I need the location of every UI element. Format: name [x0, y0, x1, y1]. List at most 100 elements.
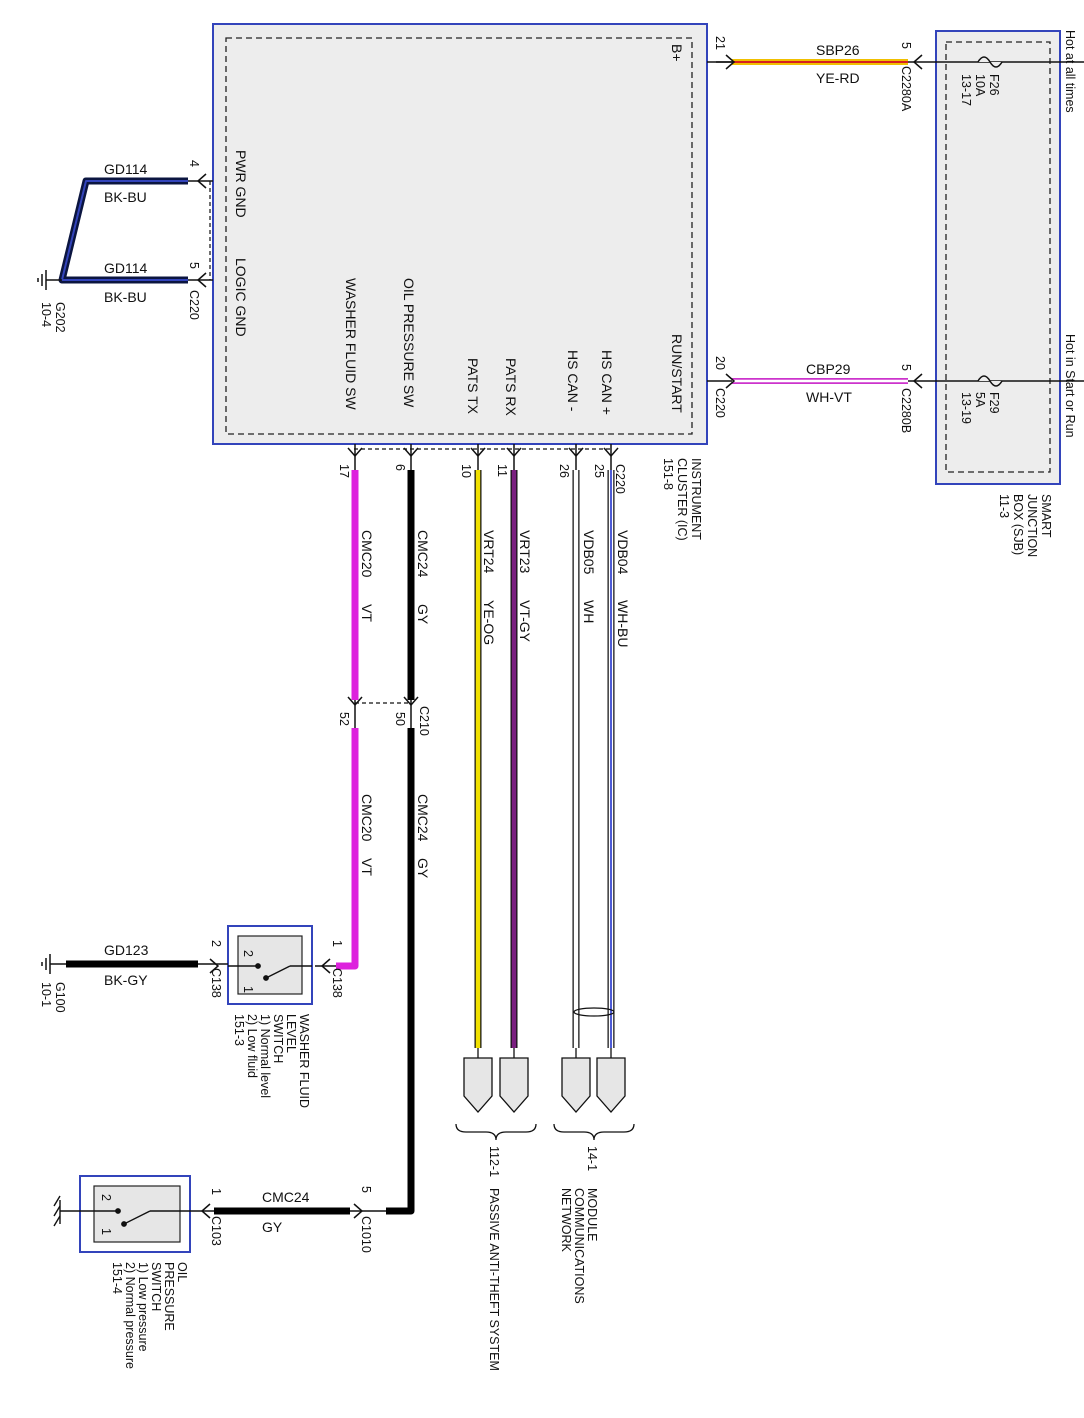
gd114b-circuit: GD114	[104, 260, 148, 276]
pats-brace-icon	[455, 1123, 537, 1141]
mcn-brace-icon	[553, 1123, 635, 1141]
fuse1-connector: C2280A	[899, 66, 913, 112]
fuse2-ref: 13-19	[959, 392, 973, 424]
cmc24-oil-circuit: CMC24	[262, 1189, 310, 1205]
sjb-title-2: JUNCTION	[1025, 494, 1039, 557]
hot-in-start-run-label: Hot in Start or Run	[1063, 334, 1077, 438]
connector-arrow-icon	[716, 54, 736, 70]
vdb04-ic-pin: 25	[592, 464, 606, 478]
twisted-pair-marker	[573, 1007, 615, 1017]
g202-ref: 10-4	[39, 302, 53, 327]
g100-name: G100	[53, 982, 67, 1013]
sjb-title-3: BOX (SJB)	[1011, 494, 1025, 555]
c210-label: C210	[417, 706, 431, 736]
washer-desc-2: LEVEL	[284, 1014, 298, 1053]
mcn-ref: 14-1	[585, 1146, 599, 1171]
mcn-label-3: NETWORK	[559, 1188, 573, 1253]
washer-desc-3: SWITCH	[271, 1014, 285, 1063]
ground-g202-icon	[37, 270, 62, 290]
connector-arrow-icon	[347, 447, 619, 707]
washer-switch-connector-b: C138	[209, 968, 223, 998]
oil-desc-3: SWITCH	[149, 1262, 163, 1311]
sbp26-ic-pin: 21	[713, 36, 727, 50]
oil-sw-label: OIL PRESSURE SW	[401, 278, 417, 408]
connector-arrow-icon	[196, 173, 207, 189]
washer-switch-pin1-internal: 1	[241, 986, 255, 993]
g100-ref: 10-1	[39, 982, 53, 1007]
vdb04-circuit: VDB04	[615, 530, 631, 575]
washer-switch-connector-a: C138	[330, 968, 344, 998]
ic-title-3: 151-8	[661, 458, 675, 490]
gd114b-connector: C220	[187, 290, 201, 320]
wire-cmc20	[315, 444, 359, 970]
instrument-cluster-inner	[225, 37, 693, 435]
ic-title-1: INSTRUMENT	[689, 458, 703, 540]
wire-sbp26-color: YE-RD	[816, 70, 860, 86]
fuse1-name: F26	[987, 74, 1001, 96]
offpage-stub-lines	[477, 1048, 612, 1058]
connector-arrow-icon	[200, 1203, 211, 1219]
washer-switch-pin2: 2	[209, 940, 223, 947]
cmc20-color-lower: VT	[359, 858, 375, 876]
sjb-inner	[945, 41, 1051, 473]
fuse2-connector: C2280B	[899, 388, 913, 433]
fuse1-ref: 13-17	[959, 74, 973, 106]
fuse2-rating: 5A	[973, 392, 987, 408]
fuse-f26-icon	[977, 56, 1003, 68]
vrt23-ic-pin: 11	[495, 464, 509, 477]
washer-sw-label: WASHER FLUID SW	[343, 278, 359, 410]
oil-switch-pin1-internal: 1	[99, 1228, 113, 1235]
ground-g100-icon	[41, 954, 66, 974]
cmc24-circuit-upper: CMC24	[415, 530, 431, 578]
gd123-color: BK-GY	[104, 972, 148, 988]
oil-inline-pin: 5	[359, 1186, 373, 1193]
gd114a-color: BK-BU	[104, 189, 147, 205]
sjb-box	[935, 30, 1061, 485]
pwr-gnd-label: PWR GND	[233, 150, 249, 218]
ic-title-2: CLUSTER (IC)	[675, 458, 689, 541]
connector-arrow-icon	[196, 272, 207, 288]
washer-switch-inner	[237, 935, 303, 995]
gd114a-circuit: GD114	[104, 161, 148, 177]
hot-at-all-times-label: Hot at all times	[1063, 30, 1077, 113]
vdb05-ic-pin: 26	[557, 464, 571, 478]
mcn-label-1: MODULE	[585, 1188, 599, 1241]
hs-can-plus-label: HS CAN +	[599, 350, 615, 415]
cmc20-inline-pin: 52	[337, 712, 351, 726]
run-start-label: RUN/START	[669, 334, 685, 413]
oil-desc-4: 1) Low pressure	[136, 1262, 150, 1352]
connector-arrow-icon	[353, 1203, 364, 1219]
cmc24-ic-pin: 6	[393, 464, 407, 471]
pats-rx-label: PATS RX	[503, 358, 519, 416]
vdb04-color: WH-BU	[615, 600, 631, 647]
washer-switch-contact-icon	[228, 963, 312, 981]
oil-switch-contact-icon	[60, 1208, 190, 1227]
connector-arrow-icon	[912, 373, 923, 389]
offpage-connector-icon	[463, 1057, 626, 1113]
gd123-circuit: GD123	[104, 942, 149, 958]
mcn-label-2: COMMUNICATIONS	[572, 1188, 586, 1304]
connector-arrow-icon	[725, 373, 736, 389]
b-plus-label: B+	[669, 44, 685, 62]
instrument-cluster-box	[212, 23, 708, 445]
wire-cmc24	[350, 444, 415, 1215]
cmc20-circuit-upper: CMC20	[359, 530, 375, 578]
washer-desc-6: 151-3	[232, 1014, 246, 1046]
vrt24-ic-pin: 10	[459, 464, 473, 478]
oil-desc-1: OIL	[175, 1262, 189, 1282]
oil-switch-connector: C103	[209, 1216, 223, 1246]
fuse2-pin: 5	[899, 364, 913, 371]
cmc24-inline-pin: 50	[393, 712, 407, 726]
oil-desc-5: 2) Normal pressure	[123, 1262, 137, 1369]
cbp29-ic-pin: 20	[713, 356, 727, 370]
oil-switch-pin2-internal: 2	[99, 1194, 113, 1201]
g202-name: G202	[53, 302, 67, 333]
fuse1-rating: 10A	[973, 74, 987, 97]
sjb-title-1: SMART	[1039, 494, 1053, 538]
washer-switch-pin2-internal: 2	[241, 950, 255, 957]
vrt23-circuit: VRT23	[517, 530, 533, 574]
washer-desc-4: 1) Normal level	[258, 1014, 272, 1098]
cmc20-ic-pin: 17	[337, 464, 351, 478]
chassis-ground-icon	[53, 1195, 61, 1227]
vdb05-circuit: VDB05	[581, 530, 597, 575]
